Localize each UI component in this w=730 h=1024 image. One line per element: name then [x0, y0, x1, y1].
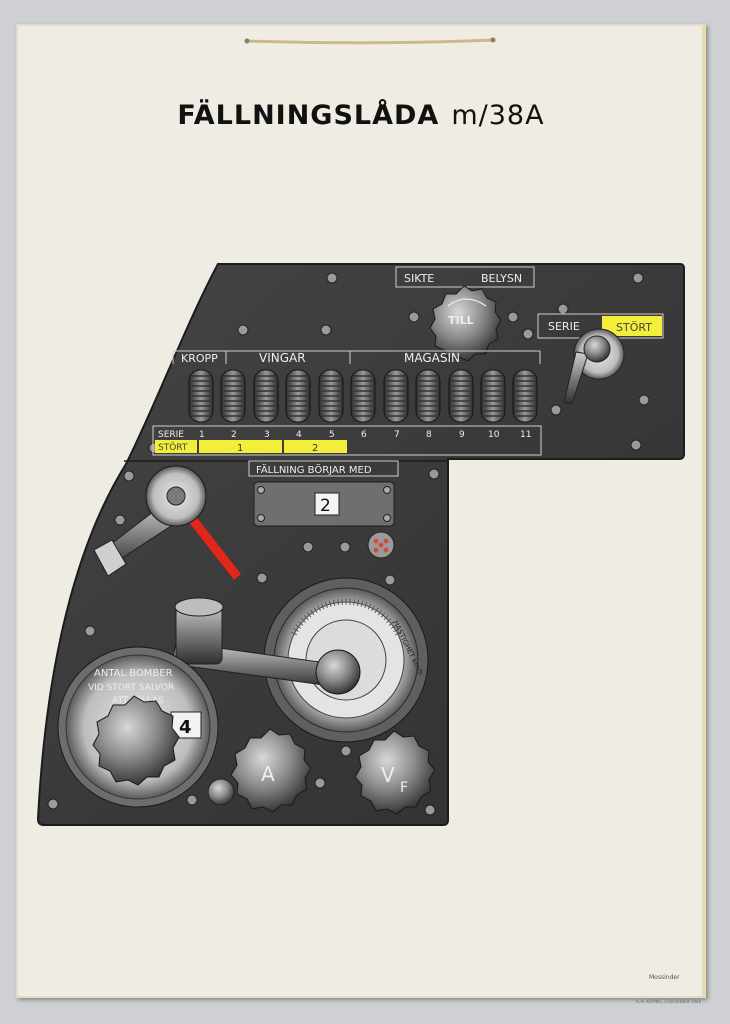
bomb-release-handle[interactable] [171, 597, 361, 695]
fallning-value: 2 [320, 496, 331, 516]
stort-label: STÖRT [616, 321, 652, 334]
kropp-label: KROPP [181, 352, 218, 365]
slot-indicator-5 [318, 369, 344, 423]
belysn-label: BELYSN [481, 272, 522, 285]
antal-value: 4 [179, 717, 192, 738]
hanging-cord [244, 37, 496, 45]
slot-indicator-3 [253, 369, 279, 423]
belysn-knob[interactable]: TILL [429, 285, 502, 362]
knob-v-label: V [381, 763, 395, 787]
slot-numbers: 1 2 3 4 5 6 7 8 9 10 11 [199, 430, 531, 440]
printer-imprint: A.-B. KÖPING, STOCKHOLM 1940 [636, 999, 702, 1004]
model-text: m/38A [451, 100, 545, 131]
antal-line-1: ANTAL BOMBER [94, 668, 173, 679]
artist-signature: Mossinder [649, 974, 680, 981]
indicator-lamp [367, 531, 395, 559]
serie-stort-switch[interactable] [563, 328, 625, 405]
fallning-label-frame [248, 460, 399, 477]
slot-indicator-10 [480, 369, 506, 423]
slot-indicator-4 [285, 369, 311, 423]
slot-indicator-11 [512, 369, 538, 423]
slot-number-8: 8 [426, 430, 432, 440]
stort-row-highlight-b [199, 440, 282, 453]
slot-number-6: 6 [361, 430, 367, 440]
serie-label: SERIE [548, 320, 580, 333]
fallning-counter[interactable] [314, 492, 340, 516]
slot-number-frame [152, 425, 542, 456]
serie-row-label: SERIE [158, 430, 184, 440]
till-label: TILL [448, 314, 474, 327]
stort-row-highlight-c [284, 440, 347, 453]
title-text: FÄLLNINGSLÅDA [177, 100, 440, 131]
control-panel-illustration: SIKTE BELYSN TILL SERIE STÖRT KROPP VING… [36, 263, 685, 826]
slot-number-4: 4 [296, 430, 302, 440]
knob-f-label: F [400, 780, 408, 796]
stort-highlight [602, 316, 662, 336]
small-button[interactable] [207, 778, 235, 806]
knob-vf[interactable]: V F [354, 730, 436, 815]
slot-number-11: 11 [520, 430, 531, 440]
slot-number-9: 9 [459, 430, 465, 440]
bomb-slot-indicators [188, 369, 538, 423]
vingar-label: VINGAR [259, 351, 306, 365]
knob-a-label: A [261, 762, 275, 786]
stort-group-2: 2 [312, 443, 318, 454]
slot-header [172, 350, 541, 364]
poster-title: FÄLLNINGSLÅDA m/38A [16, 100, 706, 131]
slot-indicator-6 [350, 369, 376, 423]
stort-group-1: 1 [237, 443, 243, 454]
slot-number-1: 1 [199, 430, 205, 440]
slot-number-5: 5 [329, 430, 335, 440]
stort-row-label: STÖRT [158, 442, 188, 453]
knob-a[interactable]: A [230, 728, 312, 813]
magasin-label: MAGASIN [404, 351, 460, 365]
antal-line-2: VID STORT SALVOR [88, 683, 174, 693]
slot-indicator-9 [448, 369, 474, 423]
stort-row-highlight-a [155, 440, 197, 453]
release-lever[interactable] [93, 465, 241, 580]
antal-bomber-dial[interactable]: ANTAL BOMBER VID STORT SALVOR ATT FÄLLAS… [57, 646, 219, 808]
sikte-label: SIKTE [404, 272, 434, 285]
slot-indicator-7 [383, 369, 409, 423]
slot-indicator-1 [188, 369, 214, 423]
poster-sheet: FÄLLNINGSLÅDA m/38A [16, 24, 706, 1004]
slot-indicator-8 [415, 369, 441, 423]
fallning-label: FÄLLNING BÖRJAR MED [256, 463, 372, 476]
slot-number-10: 10 [488, 430, 500, 440]
slot-number-7: 7 [394, 430, 400, 440]
slot-number-2: 2 [231, 430, 237, 440]
slot-indicator-2 [220, 369, 246, 423]
slot-number-3: 3 [264, 430, 270, 440]
